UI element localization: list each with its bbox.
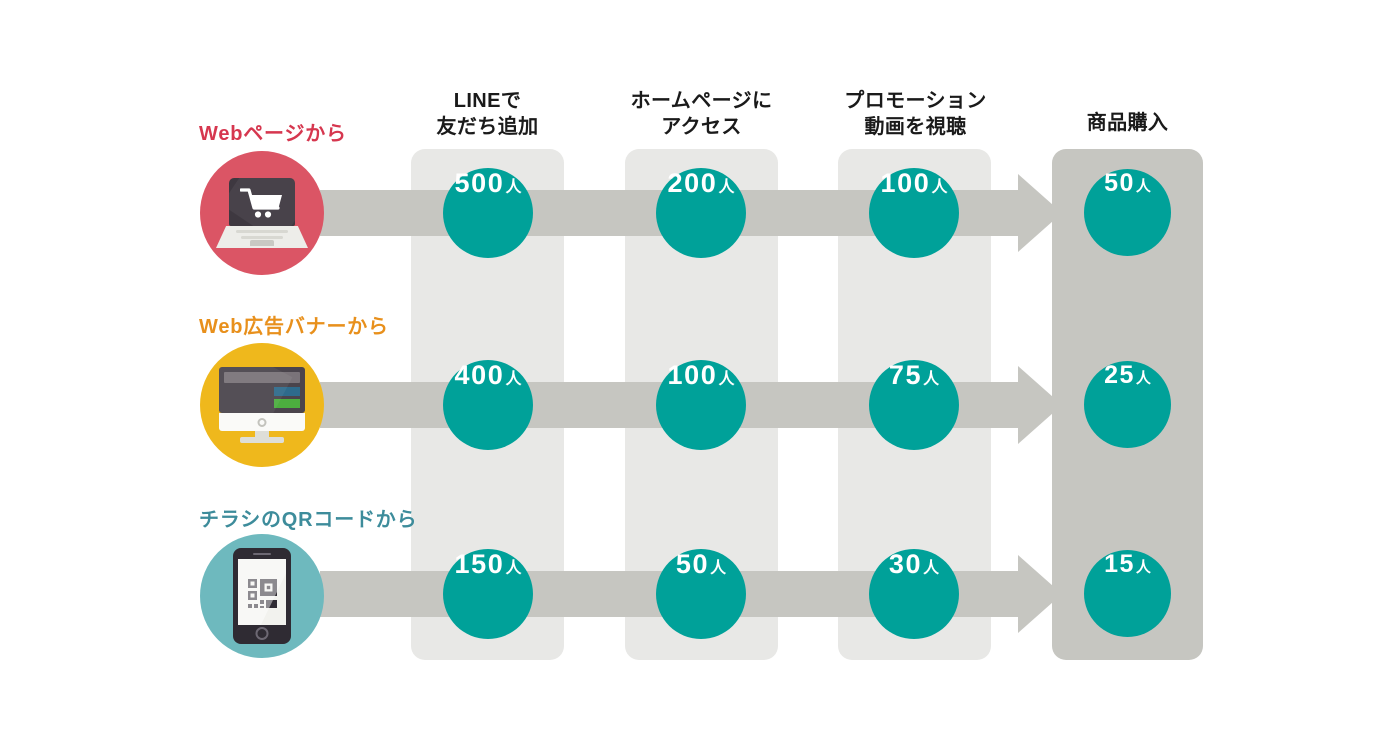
metric-value: 200: [667, 168, 718, 198]
metric-value: 150: [454, 549, 505, 579]
metric-unit: 人: [1135, 370, 1151, 387]
metric-value: 50: [1104, 169, 1135, 197]
metric-unit: 人: [718, 179, 735, 196]
metric-unit: 人: [710, 560, 727, 577]
stage-header-line-1: ホームページに: [630, 90, 773, 112]
stage-header-line-1: プロモーション: [844, 90, 987, 112]
row-label-web-page: Webページから: [199, 123, 347, 145]
smartphone-qr-icon: [233, 548, 291, 644]
stage-header-homepage-access: ホームページに アクセス: [610, 88, 793, 141]
metric-unit: 人: [505, 179, 522, 196]
source-icon-web-ad-banner: [200, 343, 324, 467]
row-label-web-ad-banner: Web広告バナーから: [199, 316, 389, 338]
laptop-cart-icon: [216, 178, 308, 248]
flow-arrow-row-web-page: [1018, 174, 1062, 252]
stage-header-promo-video-view: プロモーション 動画を視聴: [824, 88, 1007, 141]
metric-value: 75: [888, 360, 923, 390]
metric-value: 100: [880, 168, 931, 198]
metric-value: 100: [667, 360, 718, 390]
stage-header-product-purchase: 商品購入: [1052, 88, 1203, 136]
stage-header-line-friend-add: LINEで 友だち追加: [411, 88, 564, 141]
phone-screen: [238, 559, 286, 625]
metric-value: 400: [454, 360, 505, 390]
metric-value: 500: [454, 168, 505, 198]
metric-unit: 人: [505, 560, 522, 577]
metric-unit: 人: [923, 560, 940, 577]
phone-home-button: [255, 627, 269, 640]
metric-unit: 人: [718, 371, 735, 388]
row-label-flyer-qr-code: チラシのQRコードから: [199, 509, 418, 531]
qr-code-icon: [247, 578, 286, 618]
metric-unit: 人: [1135, 559, 1151, 576]
metric-unit: 人: [505, 371, 522, 388]
metric-value: 25: [1104, 361, 1135, 389]
metric-unit: 人: [1135, 178, 1151, 195]
stage-header-line-1: 商品購入: [1086, 112, 1169, 134]
monitor-neck: [255, 431, 269, 437]
metric-value: 50: [675, 549, 710, 579]
flow-arrow-row-web-ad-banner: [1018, 366, 1062, 444]
stage-header-line-2: 動画を視聴: [864, 116, 967, 139]
monitor-icon: [215, 367, 309, 443]
monitor-indicator: [257, 418, 267, 427]
flow-arrow-row-flyer-qr-code: [1018, 555, 1062, 633]
phone-speaker: [253, 553, 271, 555]
metric-unit: 人: [923, 371, 940, 388]
monitor-screen: [219, 367, 305, 413]
source-icon-flyer-qr-code: [200, 534, 324, 658]
laptop-base: [216, 226, 308, 248]
metric-unit: 人: [931, 179, 948, 196]
stage-header-line-2: 友だち追加: [436, 116, 539, 139]
stage-header-line-1: LINEで: [453, 90, 522, 112]
metric-value: 15: [1104, 550, 1135, 578]
shopping-cart-icon: [240, 187, 286, 219]
source-icon-web-page: [200, 151, 324, 275]
monitor-stand: [240, 437, 284, 443]
stage-header-line-2: アクセス: [661, 116, 742, 139]
metric-value: 30: [888, 549, 923, 579]
